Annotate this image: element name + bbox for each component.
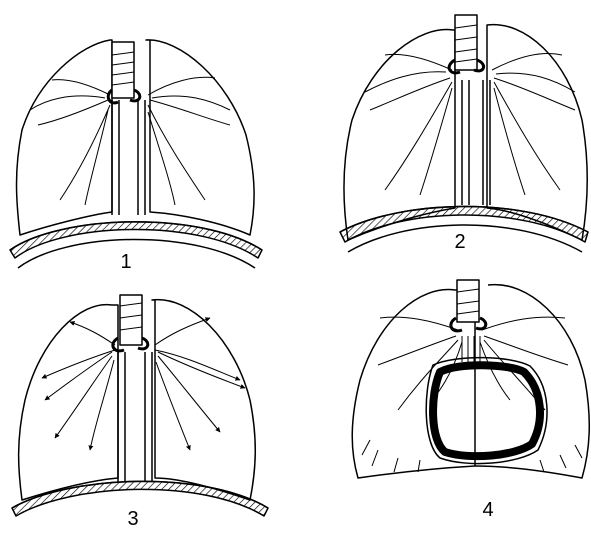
panel-4 xyxy=(352,280,589,478)
panel-3 xyxy=(12,295,268,516)
radiating-lines xyxy=(362,317,582,472)
panel-label-4: 4 xyxy=(482,499,493,521)
panel-label-2: 2 xyxy=(454,231,465,253)
panel-label-3: 3 xyxy=(127,508,138,528)
right-bronchial-branches xyxy=(492,53,575,195)
left-bronchial-branches xyxy=(30,80,110,205)
central-tubes xyxy=(112,100,145,215)
diaphragm-hatch xyxy=(12,481,268,516)
panel-2 xyxy=(340,15,588,252)
trachea xyxy=(120,295,142,345)
central-tubes xyxy=(462,80,490,205)
central-tubes xyxy=(118,352,152,482)
right-lung-outline xyxy=(146,40,254,235)
left-lung-outline xyxy=(19,305,118,500)
pneumothorax-cavity xyxy=(433,365,540,456)
panel-label-1: 1 xyxy=(120,251,131,273)
panel-1 xyxy=(10,40,262,268)
right-bronchial-branches xyxy=(148,77,230,205)
left-bronchial-branches xyxy=(365,54,452,195)
right-lung-outline xyxy=(152,300,255,500)
left-lung-outline xyxy=(17,40,113,235)
trachea xyxy=(112,42,134,98)
